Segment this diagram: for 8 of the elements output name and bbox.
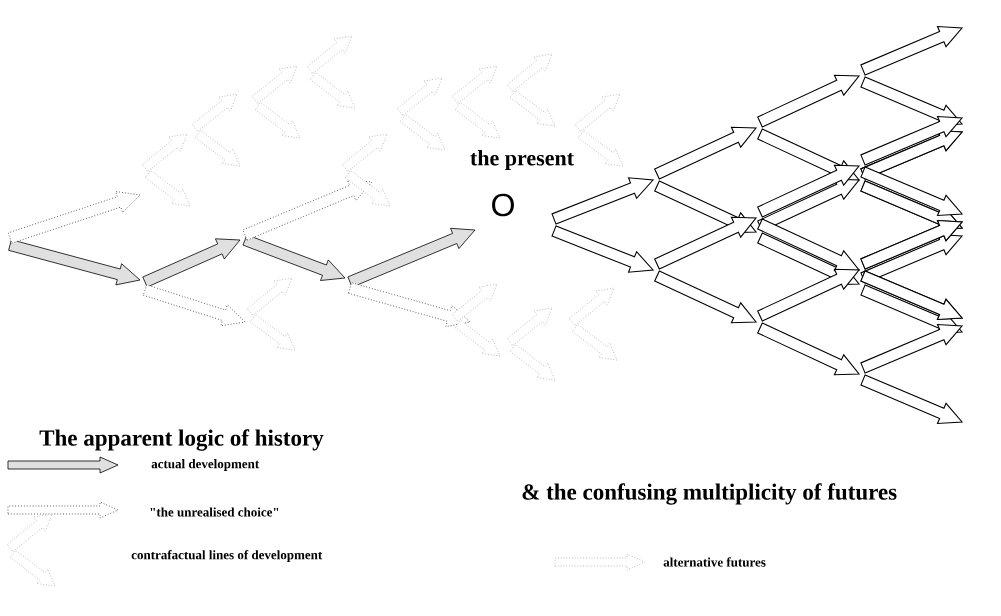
present-label: the present (470, 150, 574, 170)
section-heading: & the confusing multiplicity of futures (522, 483, 897, 505)
section-heading: The apparent logic of history (39, 429, 324, 451)
legend-label: alternative futures (663, 557, 766, 567)
legend-label: "the unrealised choice" (150, 507, 279, 517)
legend-label: contrafactual lines of development (131, 550, 323, 562)
present-marker: O (492, 193, 514, 217)
legend-label: actual development (151, 459, 260, 471)
